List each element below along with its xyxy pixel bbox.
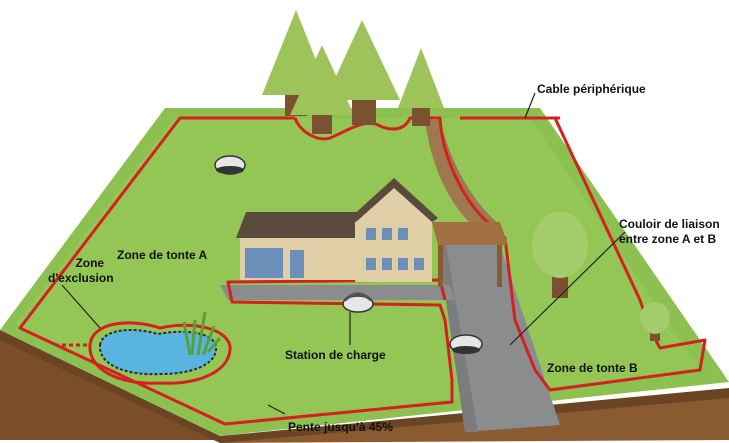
tree-round: [532, 212, 670, 341]
label-zone-exclusion: Zone d'exclusion: [48, 256, 114, 286]
leader-lines: [61, 92, 626, 415]
label-pente: Pente jusqu'à 45%: [288, 420, 393, 434]
label-cable-peripherique: Cable périphérique: [537, 82, 646, 96]
trees-back: [262, 10, 444, 134]
label-couloir: Couloir de liaison entre zone A et B: [619, 217, 720, 247]
label-zone-a: Zone de tonte A: [117, 248, 208, 262]
driveway: [220, 245, 560, 432]
label-couloir-line1: Couloir de liaison: [619, 217, 720, 231]
label-zone-b: Zone de tonte B: [547, 361, 638, 375]
pond: [55, 311, 232, 385]
robot-mower-icon: [449, 334, 483, 354]
label-station-charge: Station de charge: [285, 348, 386, 362]
robot-mower-icon: [214, 155, 246, 175]
label-couloir-line2: entre zone A et B: [619, 232, 717, 246]
robot-mower-icon: [342, 292, 374, 313]
house: [236, 178, 438, 282]
label-zone-exclusion-line1: Zone: [75, 256, 105, 270]
label-zone-exclusion-line2: d'exclusion: [48, 271, 114, 285]
robot-mower-icons: [214, 155, 483, 354]
carport: [432, 222, 508, 287]
